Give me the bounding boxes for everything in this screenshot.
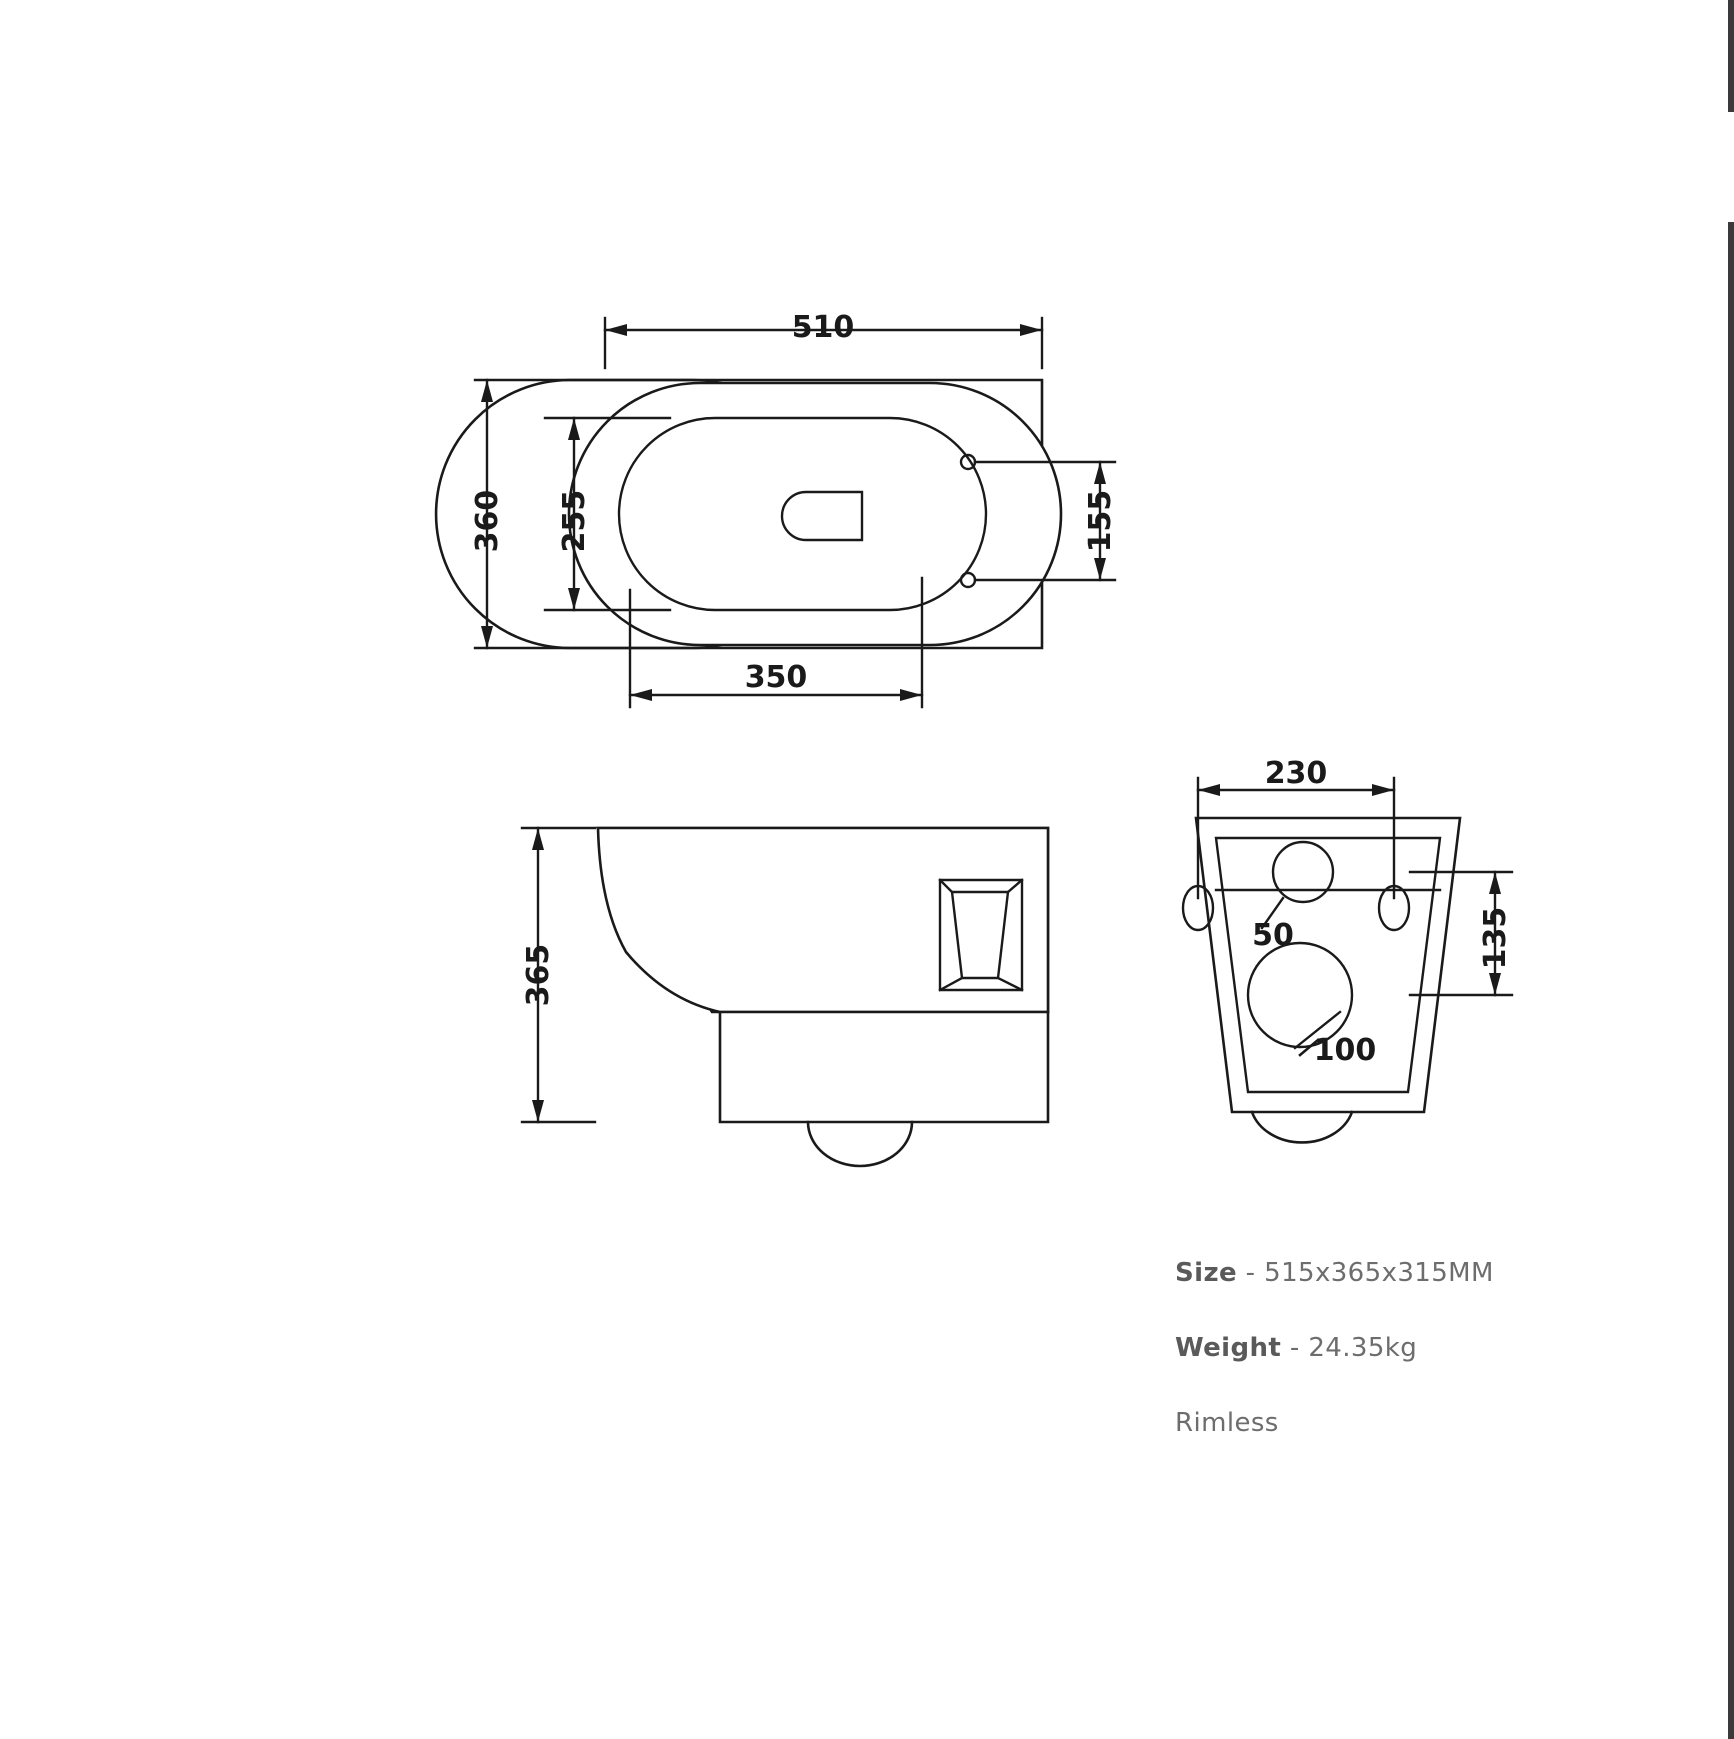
side-view-outlet-bulge bbox=[806, 1120, 914, 1168]
spec-weight-value: - 24.35kg bbox=[1281, 1333, 1418, 1363]
side-view-group bbox=[520, 826, 1050, 1168]
dim-label-510: 510 bbox=[792, 310, 855, 345]
rear-view-group bbox=[1181, 776, 1514, 1144]
dim-label-360: 360 bbox=[470, 490, 505, 553]
rear-view-bottom-bulge bbox=[1250, 1110, 1354, 1144]
dim-230-arrow-right bbox=[1372, 784, 1394, 796]
top-view-bowl-shell bbox=[567, 381, 1063, 647]
dim-255-arrow-top bbox=[568, 418, 580, 440]
leader-100-main bbox=[1293, 1010, 1342, 1050]
top-view-group bbox=[434, 316, 1117, 709]
dim-label-255: 255 bbox=[557, 490, 592, 553]
spec-weight-label: Weight bbox=[1175, 1333, 1282, 1363]
dim-label-100: 100 bbox=[1314, 1033, 1377, 1068]
dim-135-arrow-bottom bbox=[1489, 973, 1501, 995]
spec-feature-line: Rimless bbox=[1175, 1408, 1279, 1438]
dim-510-arrow-right bbox=[1020, 324, 1042, 336]
spec-size-label: Size bbox=[1175, 1258, 1238, 1288]
rear-view-inner-outline bbox=[1214, 836, 1442, 1094]
dim-255-arrow-bottom bbox=[568, 588, 580, 610]
side-view-aperture-join-br bbox=[996, 976, 1024, 992]
dim-label-365: 365 bbox=[521, 944, 556, 1007]
dim-510-arrow-left bbox=[605, 324, 627, 336]
side-view-aperture-join-tl bbox=[938, 878, 954, 894]
dim-365-arrow-bottom bbox=[532, 1100, 544, 1122]
spec-size-value: - 515x365x315MM bbox=[1237, 1258, 1494, 1288]
dim-label-350: 350 bbox=[745, 660, 808, 695]
dim-365-arrow-top bbox=[532, 828, 544, 850]
rear-view-outlet-100 bbox=[1246, 941, 1354, 1049]
dim-135-arrow-top bbox=[1489, 872, 1501, 894]
leader-100-b bbox=[1298, 1038, 1320, 1057]
top-view-flush-aperture bbox=[780, 490, 864, 542]
dim-350-arrow-right bbox=[900, 689, 922, 701]
dim-155-arrow-top bbox=[1094, 462, 1106, 484]
side-view-silhouette bbox=[596, 826, 1050, 1014]
side-view-aperture-join-tr bbox=[1006, 878, 1024, 894]
dim-230-arrow-left bbox=[1198, 784, 1220, 796]
dim-label-230: 230 bbox=[1265, 756, 1328, 791]
dim-label-50: 50 bbox=[1252, 918, 1294, 953]
dim-360-arrow-bottom bbox=[481, 626, 493, 648]
dim-label-155: 155 bbox=[1083, 490, 1118, 553]
page-edge-artifact-bottom bbox=[1728, 222, 1734, 1739]
spec-weight-line: Weight - 24.35kg bbox=[1175, 1333, 1675, 1363]
side-view-skirt bbox=[718, 1010, 1050, 1124]
side-view-aperture-join-bl bbox=[938, 976, 964, 992]
page-edge-artifact-top bbox=[1728, 0, 1734, 112]
spec-size-line: Size - 515x365x315MM bbox=[1175, 1258, 1675, 1288]
dim-155-arrow-bottom bbox=[1094, 558, 1106, 580]
leader-50 bbox=[1260, 896, 1285, 930]
specification-block: Size - 515x365x315MM Weight - 24.35kg Ri… bbox=[1175, 1258, 1675, 1483]
dim-360-arrow-top bbox=[481, 380, 493, 402]
rear-view-inlet-50 bbox=[1271, 840, 1335, 904]
dim-350-arrow-left bbox=[630, 689, 652, 701]
dim-label-135: 135 bbox=[1478, 907, 1513, 970]
